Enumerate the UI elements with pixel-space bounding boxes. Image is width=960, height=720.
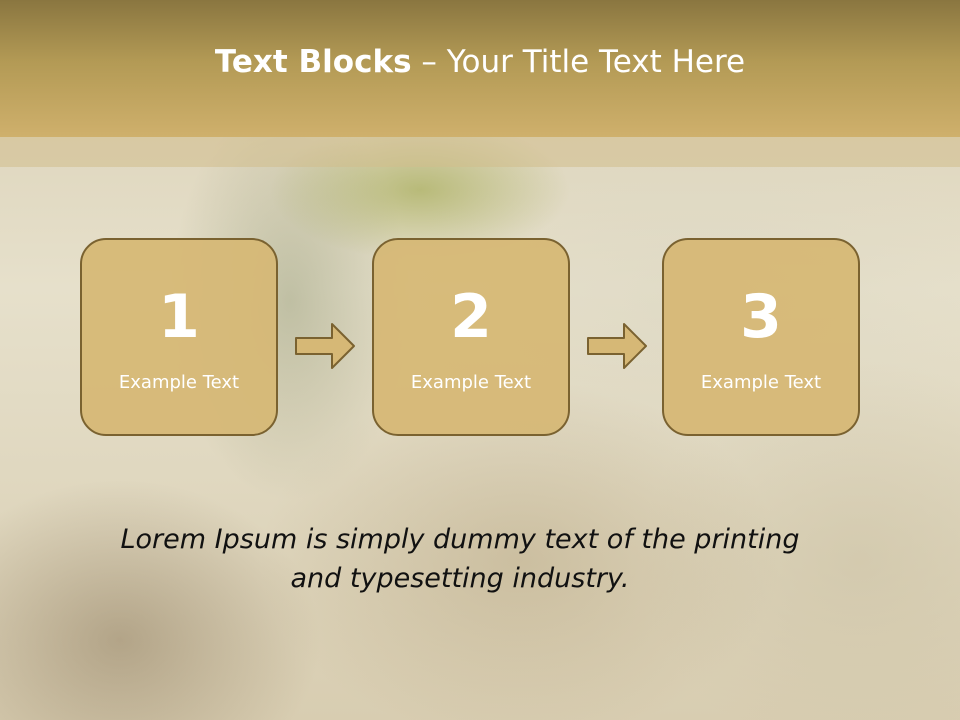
title-bold: Text Blocks	[214, 43, 412, 80]
slide-title: Text Blocks – Your Title Text Here	[215, 44, 745, 80]
block-number: 1	[158, 282, 200, 352]
block-number: 3	[740, 282, 782, 352]
body-line-1: Lorem Ipsum is simply dummy text of the …	[120, 524, 800, 555]
title-separator: –	[411, 43, 447, 80]
block-label: Example Text	[700, 372, 822, 393]
title-rest: Your Title Text Here	[446, 43, 746, 80]
block-label: Example Text	[410, 372, 532, 393]
right-arrow-icon	[587, 323, 647, 369]
right-arrow-icon	[295, 323, 355, 369]
block-number: 2	[450, 282, 492, 352]
header-band	[0, 137, 960, 167]
text-block-3: 3 Example Text	[662, 238, 860, 436]
text-block-2: 2 Example Text	[372, 238, 570, 436]
body-text: Lorem Ipsum is simply dummy text of the …	[60, 520, 860, 598]
text-block-1: 1 Example Text	[80, 238, 278, 436]
body-line-2: and typesetting industry.	[290, 563, 630, 594]
title-bar: Text Blocks – Your Title Text Here	[0, 0, 960, 137]
block-label: Example Text	[118, 372, 240, 393]
